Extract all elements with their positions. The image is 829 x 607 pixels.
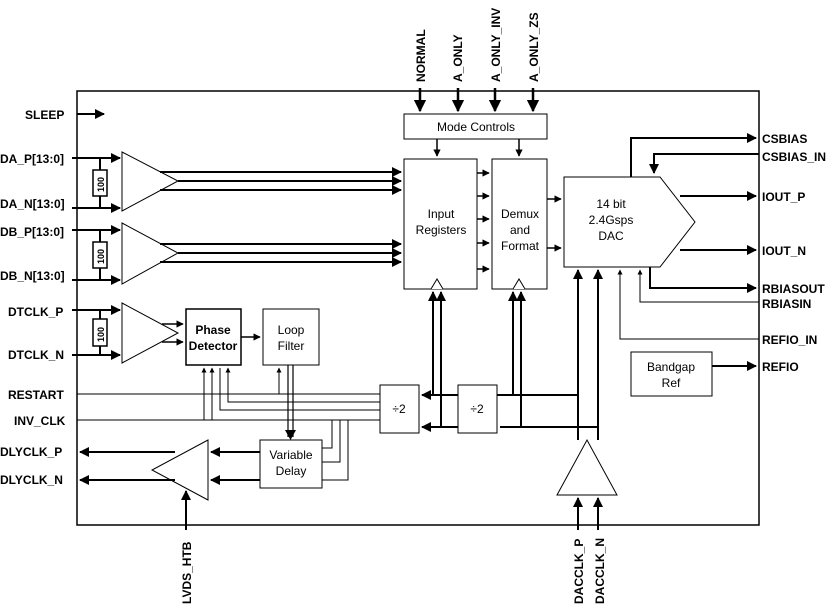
loop-filter-label-2: Filter [278, 339, 305, 353]
pin-iout-p: IOUT_P [762, 190, 805, 204]
divider-1-block [379, 384, 420, 434]
dac-label-3: DAC [598, 229, 624, 243]
dtclk-termination-resistor [92, 318, 108, 347]
phase-detector-block [185, 308, 242, 366]
bandgap-label-1: Bandgap [647, 360, 695, 374]
variable-delay-block [259, 439, 323, 489]
dtclk-input-buffer [121, 302, 180, 364]
loop-filter-label-1: Loop [278, 323, 305, 337]
pin-dlyclk-p: DLYCLK_P [0, 445, 62, 459]
clock-wires [421, 269, 603, 440]
data-bus-wires [160, 167, 402, 267]
variable-delay-label-1: Variable [269, 448, 312, 462]
pin-csbias-in: CSBIAS_IN [762, 150, 826, 164]
pin-rbiasin: RBIASIN [762, 297, 811, 311]
pin-sleep: SLEEP [25, 108, 64, 122]
dac-label-1: 14 bit [596, 197, 626, 211]
top-pins: NORMAL A_ONLY A_ONLY_INV A_ONLY_ZS [414, 8, 541, 82]
right-pin-wires [630, 133, 759, 293]
pin-dacclk-p: DACCLK_P [572, 539, 586, 604]
pin-a-only-inv: A_ONLY_INV [489, 8, 503, 82]
da-termination-resistor [92, 169, 108, 197]
input-registers-block [403, 158, 478, 290]
db-termination-label: 100 [96, 249, 106, 264]
bandgap-label-2: Ref [662, 376, 681, 390]
pin-db-p: DB_P[13:0] [0, 225, 64, 239]
top-pin-arrows [413, 88, 540, 113]
dacclk-receiver [556, 438, 618, 496]
da-termination-label: 100 [96, 177, 106, 192]
dtclk-termination-label: 100 [96, 327, 106, 342]
pin-a-only: A_ONLY [451, 34, 465, 82]
phase-detector-label-2: Detector [189, 339, 238, 353]
pin-inv-clk: INV_CLK [14, 414, 66, 428]
dac-block [563, 176, 696, 268]
phase-detector-label-1: Phase [195, 323, 231, 337]
db-input-buffer [121, 222, 180, 285]
demux-label-3: Format [501, 239, 540, 253]
dlyclk-output-buffer [150, 439, 209, 501]
control-wires [77, 367, 380, 481]
chip-outline [76, 90, 760, 526]
demux-label-2: and [510, 223, 530, 237]
bandgap-ref-block [630, 351, 713, 397]
dac-label-2: 2.4Gsps [589, 213, 634, 227]
input-registers-label-2: Registers [416, 223, 467, 237]
pin-refio: REFIO [762, 360, 799, 374]
pin-a-only-zs: A_ONLY_ZS [527, 12, 541, 82]
loop-filter-block [262, 308, 320, 366]
mode-controls-label: Mode Controls [437, 120, 515, 134]
pin-iout-n: IOUT_N [762, 244, 806, 258]
pin-rbiasout: RBIASOUT [762, 282, 825, 296]
left-pins: SLEEP DA_P[13:0] DA_N[13:0] DB_P[13:0] D… [0, 108, 66, 487]
pin-dacclk-n: DACCLK_N [593, 538, 607, 604]
divider-2-label: ÷2 [470, 402, 484, 416]
pin-dtclk-n: DTCLK_N [8, 348, 64, 362]
pin-dtclk-p: DTCLK_P [8, 305, 63, 319]
db-termination-resistor [92, 241, 108, 269]
demux-clock-triangle [512, 278, 526, 290]
da-input-buffer [121, 151, 180, 212]
divider-1-label: ÷2 [392, 402, 406, 416]
pin-da-n: DA_N[13:0] [0, 197, 65, 211]
pin-normal: NORMAL [414, 29, 428, 82]
mode-controls-block [403, 113, 548, 140]
pin-csbias: CSBIAS [762, 132, 807, 146]
variable-delay-label-2: Delay [276, 464, 307, 478]
pin-restart: RESTART [8, 388, 64, 402]
pin-dlyclk-n: DLYCLK_N [0, 473, 63, 487]
bottom-pins: LVDS_HTB DACCLK_P DACCLK_N [180, 538, 607, 604]
right-pins: CSBIAS CSBIAS_IN IOUT_P IOUT_N RBIASOUT … [762, 132, 826, 374]
pin-da-p: DA_P[13:0] [0, 152, 64, 166]
input-registers-clock-triangle [430, 278, 444, 290]
demux-format-block [491, 158, 548, 290]
pin-lvds-htb: LVDS_HTB [180, 541, 194, 604]
pin-refio-in: REFIO_IN [762, 333, 817, 347]
pin-db-n: DB_N[13:0] [0, 269, 65, 283]
input-registers-label-1: Input [428, 207, 455, 221]
divider-2-block [457, 384, 498, 434]
demux-label-1: Demux [501, 207, 539, 221]
input-wires [72, 153, 121, 360]
